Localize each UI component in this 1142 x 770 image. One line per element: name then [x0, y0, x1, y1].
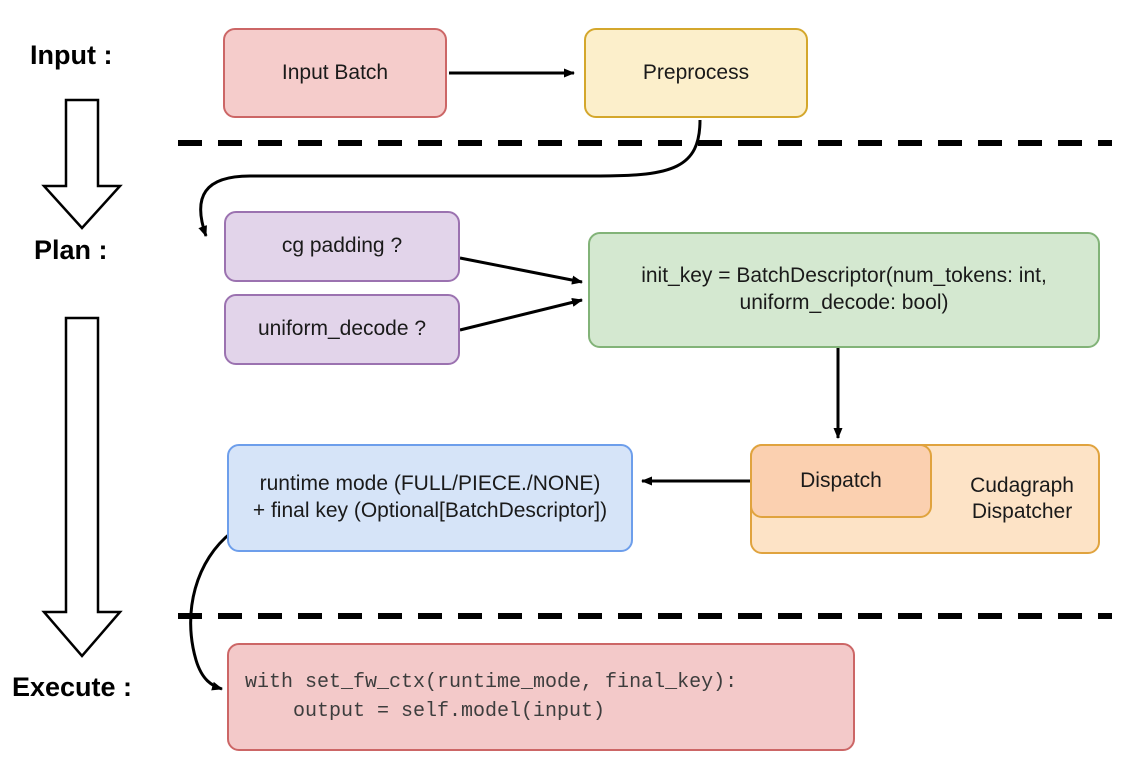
- node-uniform-decode-label: uniform_decode ?: [257, 317, 427, 341]
- stage-label-execute: Execute :: [12, 672, 133, 702]
- node-dispatch[interactable]: Dispatch: [750, 444, 932, 518]
- node-preprocess-label: Preprocess: [642, 60, 750, 84]
- node-uniform-decode[interactable]: uniform_decode ?: [224, 294, 460, 365]
- node-runtime-mode-line1: runtime mode (FULL/PIECE./NONE): [259, 472, 601, 496]
- node-init-key-line2: uniform_decode: bool): [739, 291, 949, 314]
- node-cudagraph-dispatcher-line1: Cudagraph: [970, 474, 1074, 498]
- node-runtime-mode[interactable]: runtime mode (FULL/PIECE./NONE) + final …: [227, 444, 633, 552]
- input-to-plan-arrow: [41, 98, 123, 230]
- node-cg-padding-label: cg padding ?: [281, 234, 403, 258]
- execute-code-line1: with set_fw_ctx(runtime_mode, final_key)…: [245, 671, 738, 694]
- node-cg-padding[interactable]: cg padding ?: [224, 211, 460, 282]
- uniform-decode-to-init-key: [459, 298, 583, 332]
- cg-padding-to-init-key: [459, 256, 583, 285]
- node-input-batch-label: Input Batch: [281, 60, 389, 84]
- stage-label-input: Input :: [30, 40, 113, 70]
- node-runtime-mode-line2: + final key (Optional[BatchDescriptor]): [252, 499, 608, 522]
- node-init-key-line1: init_key = BatchDescriptor(num_tokens: i…: [641, 264, 1047, 288]
- node-cudagraph-dispatcher-line2: Dispatcher: [971, 500, 1073, 523]
- node-dispatch-label: Dispatch: [800, 468, 882, 492]
- node-init-key[interactable]: init_key = BatchDescriptor(num_tokens: i…: [588, 232, 1100, 348]
- node-preprocess[interactable]: Preprocess: [584, 28, 808, 118]
- stage-label-plan: Plan :: [34, 235, 108, 265]
- runtime-mode-to-execute-code: [189, 530, 233, 691]
- node-input-batch[interactable]: Input Batch: [223, 28, 447, 118]
- plan-to-execute-arrow: [41, 316, 123, 658]
- execute-code-line2: output = self.model(input): [245, 700, 606, 723]
- node-execute-code[interactable]: with set_fw_ctx(runtime_mode, final_key)…: [227, 643, 855, 751]
